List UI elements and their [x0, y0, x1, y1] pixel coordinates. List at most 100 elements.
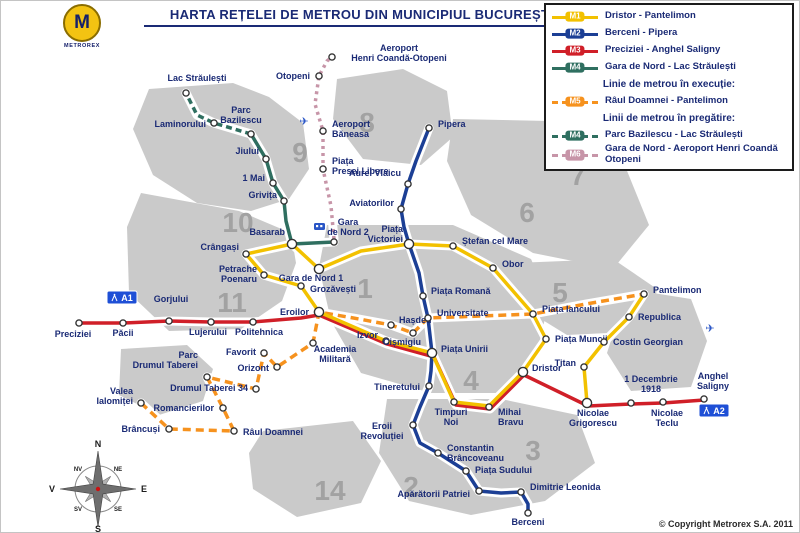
legend-label: Gara de Nord - Aeroport Henri Coandă Oto…: [605, 143, 778, 165]
station-dot: [403, 238, 415, 250]
zone-number: 2: [403, 471, 419, 502]
station-label: Râul Doamnei: [243, 427, 303, 437]
legend-section-header: Linii de metrou în pregătire:: [602, 113, 736, 124]
station-dot: [524, 509, 532, 517]
station-dot: [489, 264, 497, 272]
station-dot: [230, 427, 238, 435]
station-dot: [242, 250, 250, 258]
line-corridor-M6: [310, 52, 339, 244]
zone-number: 1: [357, 273, 373, 304]
station-label: Păcii: [112, 328, 133, 338]
motorway-icon: [111, 293, 118, 302]
legend-label: Berceni - Pipera: [605, 27, 678, 39]
station-dot: [165, 425, 173, 433]
station-label: Grivița: [248, 190, 278, 200]
station-label: Dristor: [532, 363, 562, 373]
station-label: Obor: [502, 259, 524, 269]
station-dot: [387, 321, 395, 329]
compass-label: NV: [74, 467, 82, 473]
zone-number: 3: [525, 435, 541, 466]
station-label: Universitate: [437, 308, 489, 318]
station-dot: [260, 349, 268, 357]
station-dot: [419, 292, 427, 300]
station-dot: [207, 318, 215, 326]
station-label: Lujerului: [189, 327, 227, 337]
legend-line-sample: M2: [552, 28, 598, 40]
station-dot: [269, 179, 277, 187]
station-dot: [328, 53, 336, 61]
station-dot: [252, 385, 260, 393]
zone-number: 6: [519, 197, 535, 228]
station-dot: [517, 366, 529, 378]
station-label: Jiului: [235, 146, 259, 156]
station-label: Piața Muncii: [555, 334, 608, 344]
station-dot: [640, 290, 648, 298]
plane-icon: ✈: [299, 116, 308, 128]
metro-line-M3: [79, 313, 705, 411]
compass-label: SE: [114, 507, 122, 513]
line-badge-M6: M6: [565, 149, 585, 161]
station-dot: [409, 329, 417, 337]
station-label: 1 Mai: [242, 173, 265, 183]
station-label: Crângași: [200, 242, 239, 252]
station-label: Basarab: [249, 227, 285, 237]
copyright-notice: © Copyright Metrorex S.A. 2011: [658, 519, 793, 529]
station-dot: [280, 197, 288, 205]
plane-icon: ✈: [705, 323, 714, 335]
station-label: Eroilor: [280, 307, 310, 317]
station-dot: [319, 165, 327, 173]
station-dot: [260, 271, 268, 279]
motorway-icon: [703, 406, 710, 415]
station-dot: [449, 242, 457, 250]
station-dot: [330, 238, 338, 246]
line-badge-M1: M1: [565, 11, 585, 22]
station-dot: [426, 347, 438, 359]
station-dot: [425, 382, 433, 390]
line-badge-M3: M3: [565, 45, 585, 56]
page-title: HARTA REȚELEI DE METROU DIN MUNICIPIUL B…: [144, 7, 579, 27]
station-dot: [529, 310, 537, 318]
station-dot: [137, 399, 145, 407]
station-label: Costin Georgian: [613, 337, 683, 347]
zone-number: 4: [463, 365, 479, 396]
station-dot: [119, 319, 127, 327]
highway-badge-A1: A1: [106, 290, 138, 305]
line-badge-M2: M2: [565, 28, 585, 39]
svg-text:A2: A2: [713, 406, 725, 416]
station-label: Gorjului: [154, 294, 189, 304]
station-dot: [581, 397, 593, 409]
legend-line-sample: M4: [552, 62, 598, 74]
station-label: Tineretului: [374, 382, 420, 392]
station-label: Cișmigiu: [383, 337, 421, 347]
station-dot: [625, 313, 633, 321]
station-label: Dimitrie Leonida: [530, 482, 602, 492]
station-dot: [182, 89, 190, 97]
legend-label: Râul Doamnei - Pantelimon: [605, 95, 728, 107]
station-label: Titan: [555, 358, 576, 368]
station-dot: [659, 398, 667, 406]
station-dot: [382, 337, 390, 345]
station-dot: [203, 373, 211, 381]
station-dot: [210, 119, 218, 127]
metro-line-M1-loop: [244, 242, 548, 408]
metro-line-M2: [399, 127, 530, 513]
legend-header-row: Linie de metrou în execuție:: [552, 76, 786, 93]
station-label: Otopeni: [276, 71, 310, 81]
station-label: Pipera: [438, 119, 467, 129]
legend-section-header: Linie de metrou în execuție:: [602, 79, 736, 90]
station-label: Aurel Vlaicu: [349, 168, 401, 178]
station-dot: [475, 487, 483, 495]
city-sector: [333, 69, 453, 165]
station-label: Aviatorilor: [349, 198, 394, 208]
